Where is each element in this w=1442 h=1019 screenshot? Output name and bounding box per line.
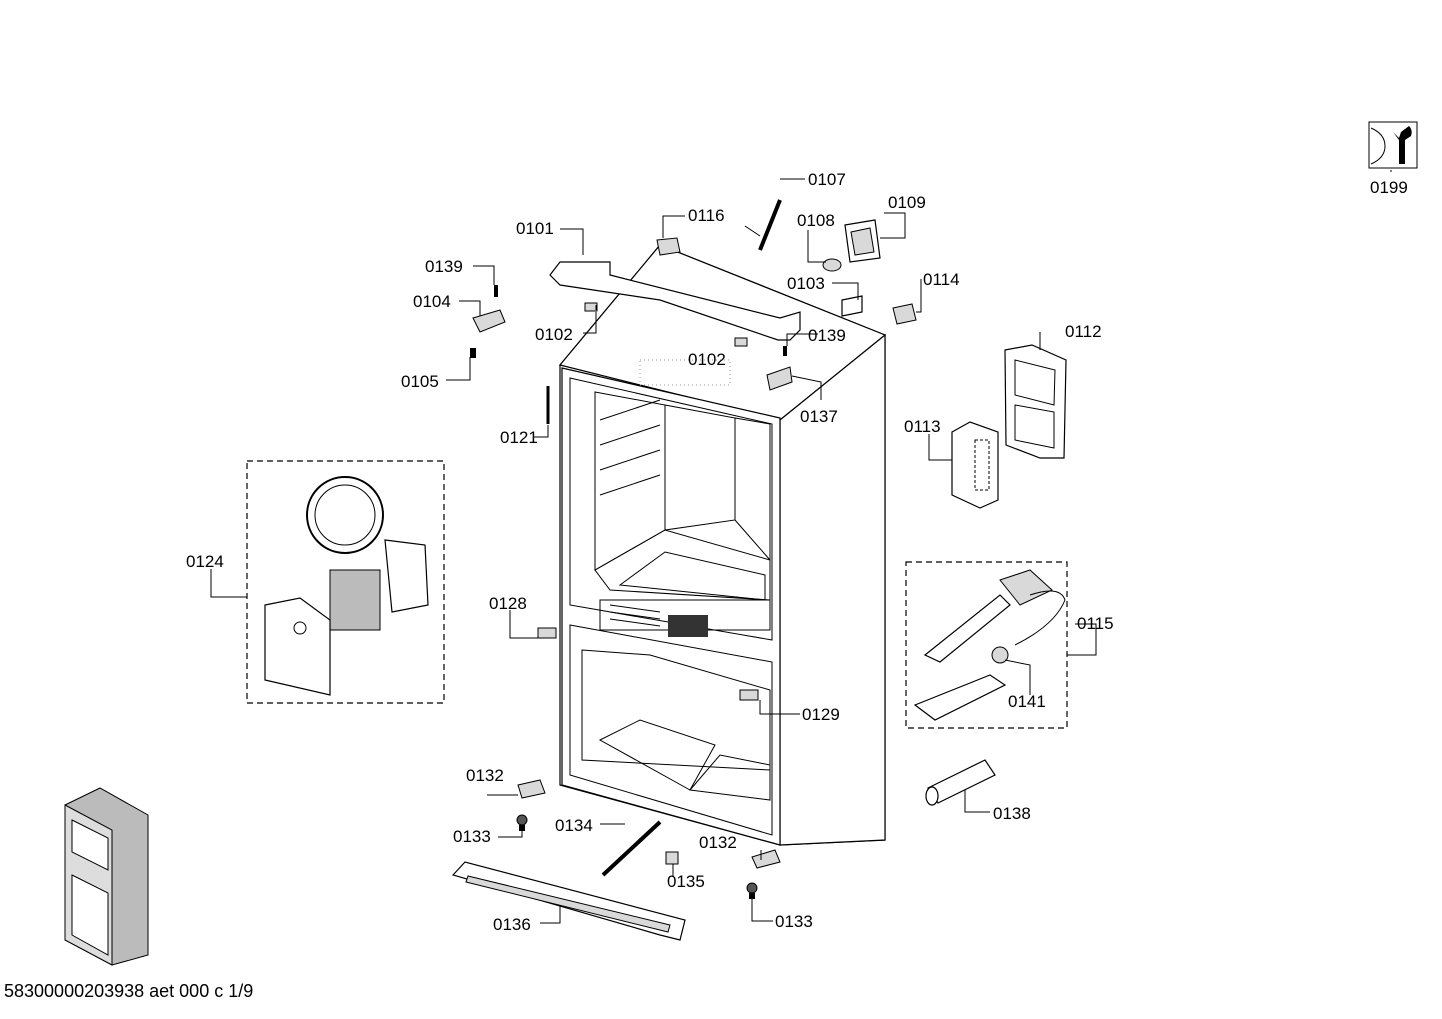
wrench-icon[interactable] <box>1368 121 1418 169</box>
label-0112: 0112 <box>1065 322 1102 341</box>
part-0115-group[interactable] <box>905 561 1068 729</box>
label-0109: 0109 <box>888 193 926 212</box>
label-0116: 0116 <box>688 206 725 225</box>
part-0114-bracket[interactable] <box>892 303 917 325</box>
label-0133-b: 0133 <box>775 912 813 931</box>
part-0124-group[interactable] <box>246 460 445 704</box>
label-0135: 0135 <box>667 872 705 891</box>
part-0136-kickplate[interactable] <box>451 861 686 941</box>
label-0108: 0108 <box>797 211 835 230</box>
label-0139-a: 0139 <box>425 257 463 276</box>
part-0138-filter[interactable] <box>925 759 996 806</box>
part-0116-bracket[interactable] <box>656 237 681 256</box>
part-0129-sensor[interactable] <box>739 689 759 701</box>
label-0128: 0128 <box>489 594 527 613</box>
part-0102-clip-b[interactable] <box>734 337 748 347</box>
part-0128-sensor[interactable] <box>537 627 557 639</box>
label-0114: 0114 <box>923 270 960 289</box>
part-0133-screw-a[interactable] <box>516 814 528 831</box>
label-0199: 0199 <box>1370 178 1408 197</box>
label-0103: 0103 <box>787 274 825 293</box>
part-0107-rod[interactable] <box>744 199 782 251</box>
part-0139-screw-b[interactable] <box>783 346 787 356</box>
label-0113: 0113 <box>904 417 941 436</box>
label-0102-a: 0102 <box>535 325 573 344</box>
part-0102-clip-a[interactable] <box>584 302 598 312</box>
part-0108-knob[interactable] <box>822 258 842 272</box>
label-0139-b: 0139 <box>808 326 846 345</box>
part-0101-top-cover[interactable] <box>549 261 801 341</box>
leader-lines <box>210 170 1392 924</box>
part-0132-foot-a[interactable] <box>517 779 546 799</box>
part-0113-board[interactable] <box>951 421 999 509</box>
label-0101: 0101 <box>516 219 554 238</box>
label-0105: 0105 <box>401 372 439 391</box>
label-0102-b: 0102 <box>688 350 726 369</box>
label-0134: 0134 <box>555 816 593 835</box>
part-0104-hinge[interactable] <box>472 309 506 333</box>
appliance-thumbnail <box>64 787 149 966</box>
part-0134-strip[interactable] <box>601 820 662 877</box>
label-0133-a: 0133 <box>453 827 491 846</box>
label-0107: 0107 <box>808 170 846 189</box>
part-0103-pad[interactable] <box>841 295 863 317</box>
part-0135-clip[interactable] <box>665 851 679 865</box>
label-0138: 0138 <box>993 804 1031 823</box>
part-labels: 0199 0101 0102 0102 0103 0104 0105 0107 … <box>186 170 1408 934</box>
part-0137-hinge[interactable] <box>766 366 793 391</box>
label-0104: 0104 <box>413 292 451 311</box>
label-0136: 0136 <box>493 915 531 934</box>
label-0141: 0141 <box>1008 692 1046 711</box>
document-id: 58300000203938 aet 000 c 1/9 <box>4 981 254 1001</box>
label-0132-a: 0132 <box>466 766 504 785</box>
label-0132-b: 0132 <box>699 833 737 852</box>
label-0137: 0137 <box>800 407 838 426</box>
label-0124: 0124 <box>186 552 224 571</box>
part-0133-screw-b[interactable] <box>746 882 758 899</box>
part-0109-frame[interactable] <box>844 219 881 263</box>
label-0121: 0121 <box>500 428 538 447</box>
part-0132-foot-b[interactable] <box>751 849 781 869</box>
label-0129: 0129 <box>802 705 840 724</box>
part-0112-gasket[interactable] <box>1004 344 1067 459</box>
part-0105-pin[interactable] <box>470 348 476 358</box>
part-0139-screw-a[interactable] <box>494 285 498 297</box>
label-0115: 0115 <box>1077 614 1114 633</box>
